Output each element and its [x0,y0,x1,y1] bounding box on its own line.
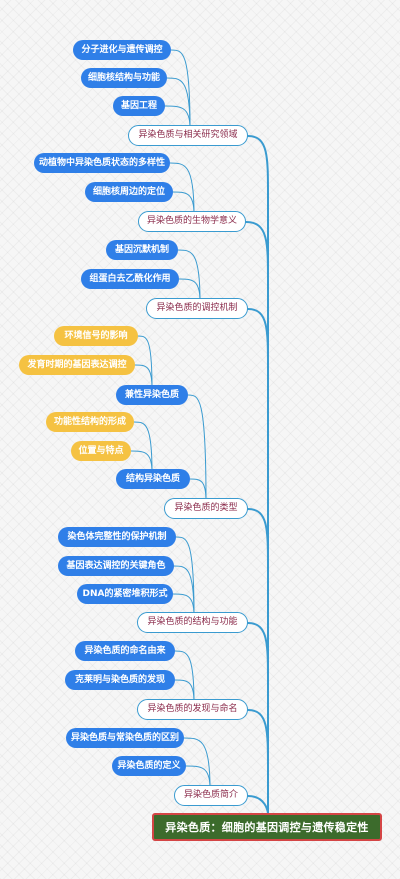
link-signif-1 [169,162,195,215]
leaf-dna-packing[interactable]: DNA的紧密堆积形式 [77,584,173,604]
trunk-disc [247,709,269,814]
link-struct-1 [175,536,195,616]
leaf-gene-expression-role[interactable]: 基因表达调控的关键角色 [58,556,174,576]
topic-regulation-mechanism[interactable]: 异染色质的调控机制 [146,298,248,319]
link-struct-3 [172,593,195,616]
leaf-developmental-regulation[interactable]: 发育时期的基因表达调控 [19,355,135,375]
topic-types[interactable]: 异染色质的类型 [164,498,248,519]
link-disc-1 [174,650,195,703]
link-fac-2 [134,364,153,389]
topic-research-fields[interactable]: 异染色质与相关研究领域 [128,125,248,146]
link-mech-1 [177,249,201,302]
leaf-hetero-vs-euchromatin[interactable]: 异染色质与常染色质的区别 [66,728,184,748]
leaf-location-features[interactable]: 位置与特点 [71,441,131,461]
topic-introduction[interactable]: 异染色质简介 [174,785,248,806]
link-con-2 [130,450,153,473]
topic-discovery-naming[interactable]: 异染色质的发现与命名 [137,699,248,720]
leaf-state-diversity[interactable]: 动植物中异染色质状态的多样性 [34,153,170,173]
subtopic-constitutive-heterochromatin[interactable]: 结构异染色质 [116,469,190,489]
trunk-intro [247,795,269,815]
topic-structure-function[interactable]: 异染色质的结构与功能 [137,612,248,633]
link-intro-1 [183,737,211,789]
trunk-types [247,508,269,814]
leaf-genetic-engineering[interactable]: 基因工程 [113,96,165,116]
trunk-research [247,135,269,814]
link-intro-2 [185,765,211,789]
link-research-3 [164,105,191,129]
root-topic[interactable]: 异染色质：细胞的基因调控与遗传稳定性 [152,813,382,841]
link-struct-2 [173,565,195,616]
leaf-nucleus-structure[interactable]: 细胞核结构与功能 [81,68,167,88]
leaf-gene-silencing[interactable]: 基因沉默机制 [106,240,178,260]
link-research-1 [170,49,191,129]
link-types-1 [187,394,207,502]
leaf-molecular-evolution[interactable]: 分子进化与遗传调控 [73,40,171,60]
link-signif-2 [172,191,195,215]
trunk-struct [247,622,269,814]
link-disc-2 [174,679,195,703]
topic-biological-significance[interactable]: 异染色质的生物学意义 [138,211,246,232]
leaf-chromosome-protection[interactable]: 染色体完整性的保护机制 [58,527,176,547]
link-research-2 [166,77,191,129]
link-con-1 [133,421,153,473]
link-mech-2 [178,278,201,302]
link-types-2 [189,478,207,502]
leaf-discovery-history[interactable]: 克莱明与染色质的发现 [65,670,175,690]
leaf-nuclear-periphery[interactable]: 细胞核周边的定位 [85,182,173,202]
leaf-definition[interactable]: 异染色质的定义 [112,756,186,776]
leaf-environmental-signals[interactable]: 环境信号的影响 [54,326,138,346]
trunk-signif [245,221,269,814]
leaf-naming-origin[interactable]: 异染色质的命名由来 [75,641,175,661]
leaf-histone-deacetylation[interactable]: 组蛋白去乙酰化作用 [81,269,179,289]
link-fac-1 [137,335,153,389]
leaf-functional-structure[interactable]: 功能性结构的形成 [46,412,134,432]
subtopic-facultative-heterochromatin[interactable]: 兼性异染色质 [116,385,188,405]
trunk-mech [247,308,269,814]
